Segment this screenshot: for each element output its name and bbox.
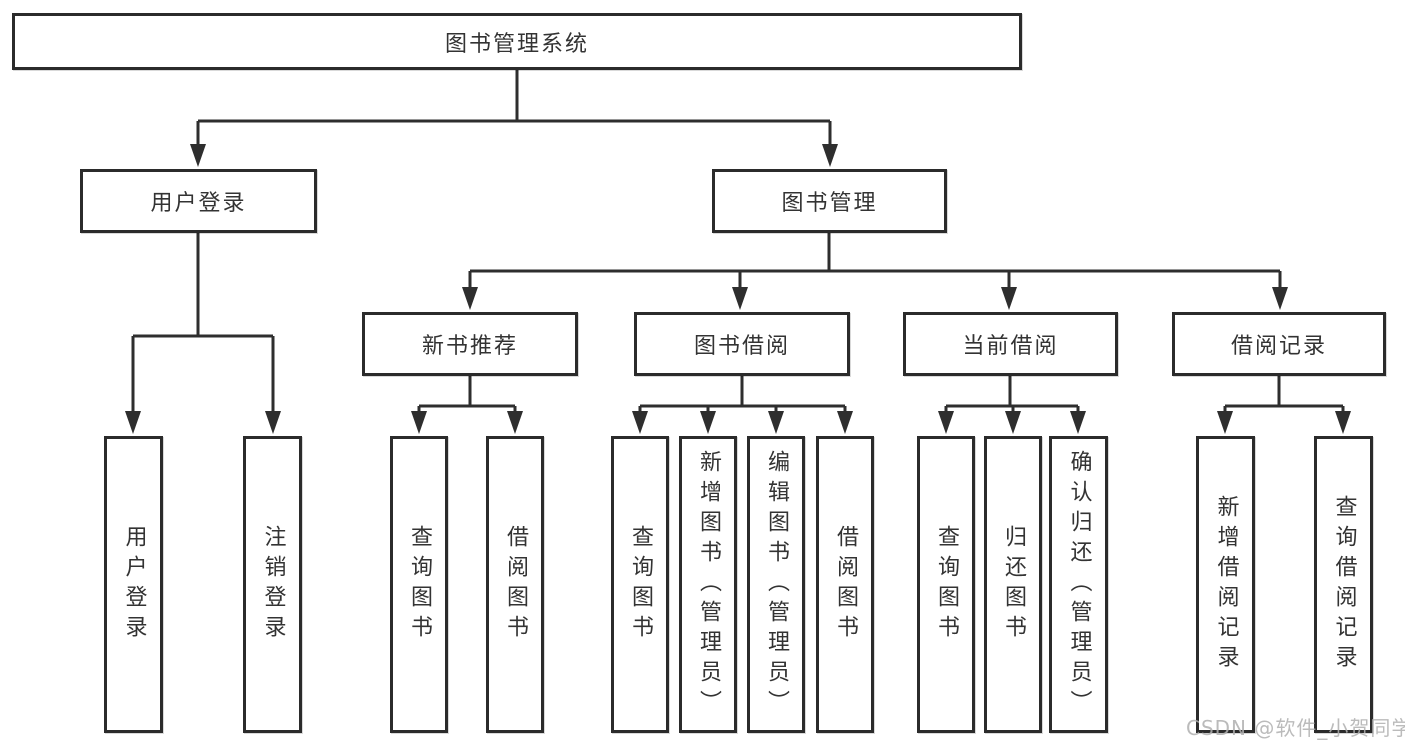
leaf-add-books-admin: 新增图书（管理员） (679, 436, 737, 733)
node-new-book-recommendation: 新书推荐 (362, 312, 578, 376)
leaf-borrow-books-recommend: 借阅图书 (486, 436, 544, 733)
leaf-confirm-return-admin: 确认归还（管理员） (1049, 436, 1108, 733)
leaf-query-borrow-record: 查询借阅记录 (1314, 436, 1373, 733)
node-user-login: 用户登录 (80, 169, 317, 233)
leaf-edit-books-admin: 编辑图书（管理员） (747, 436, 805, 733)
watermark: CSDN @软件_小贺同学 (1186, 716, 1405, 740)
node-book-management: 图书管理 (712, 169, 947, 233)
leaf-logout: 注销登录 (243, 436, 302, 733)
leaf-query-books-current: 查询图书 (917, 436, 975, 733)
leaf-query-books-recommend: 查询图书 (390, 436, 448, 733)
node-current-borrowing: 当前借阅 (903, 312, 1118, 376)
node-borrow-records: 借阅记录 (1172, 312, 1386, 376)
node-library-system: 图书管理系统 (12, 13, 1022, 70)
leaf-query-books-borrowing: 查询图书 (611, 436, 669, 733)
leaf-add-borrow-record: 新增借阅记录 (1196, 436, 1255, 733)
leaf-borrow-books-borrowing: 借阅图书 (816, 436, 874, 733)
node-book-borrowing: 图书借阅 (634, 312, 850, 376)
leaf-return-books: 归还图书 (984, 436, 1042, 733)
leaf-user-login: 用户登录 (104, 436, 163, 733)
